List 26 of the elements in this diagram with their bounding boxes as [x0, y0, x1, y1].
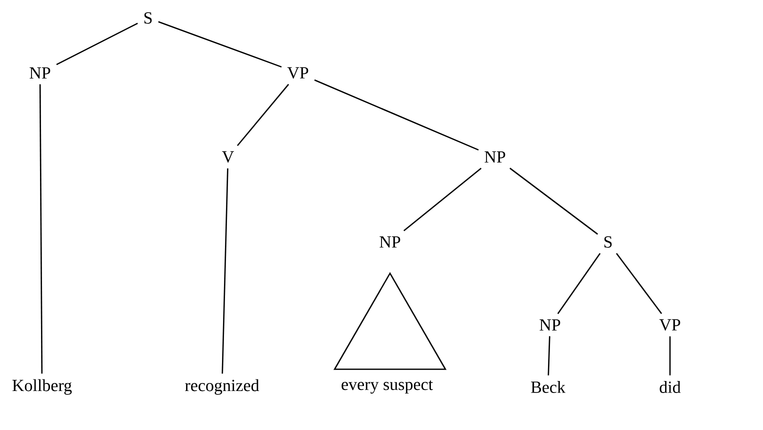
- leaf-word: recognized: [185, 379, 260, 395]
- tree-branch: [222, 168, 228, 374]
- category-label: S: [144, 12, 152, 24]
- category-label: V: [222, 151, 234, 163]
- leaf-word: Kollberg: [12, 379, 72, 395]
- category-label: NP: [380, 236, 400, 248]
- tree-branch: [616, 252, 662, 314]
- leaf-word: every suspect: [342, 380, 433, 394]
- leaf-word: did: [660, 381, 681, 393]
- tree-branch: [548, 336, 550, 376]
- category-label: S: [604, 236, 612, 248]
- tree-branch: [236, 84, 290, 146]
- category-label: VP: [287, 67, 308, 79]
- tree-branch: [56, 22, 138, 66]
- leaf-word: Beck: [531, 381, 566, 393]
- category-label: NP: [540, 319, 560, 331]
- category-label: VP: [659, 319, 680, 331]
- category-label: NP: [484, 151, 506, 163]
- tree-branch: [158, 21, 282, 68]
- tree-branch: [403, 168, 482, 232]
- tree-branch: [669, 336, 671, 376]
- tree-branch: [510, 168, 598, 235]
- category-label: NP: [30, 67, 50, 79]
- tree-branch: [314, 79, 479, 151]
- tree-branch: [39, 84, 43, 374]
- tree-branch: [557, 252, 601, 314]
